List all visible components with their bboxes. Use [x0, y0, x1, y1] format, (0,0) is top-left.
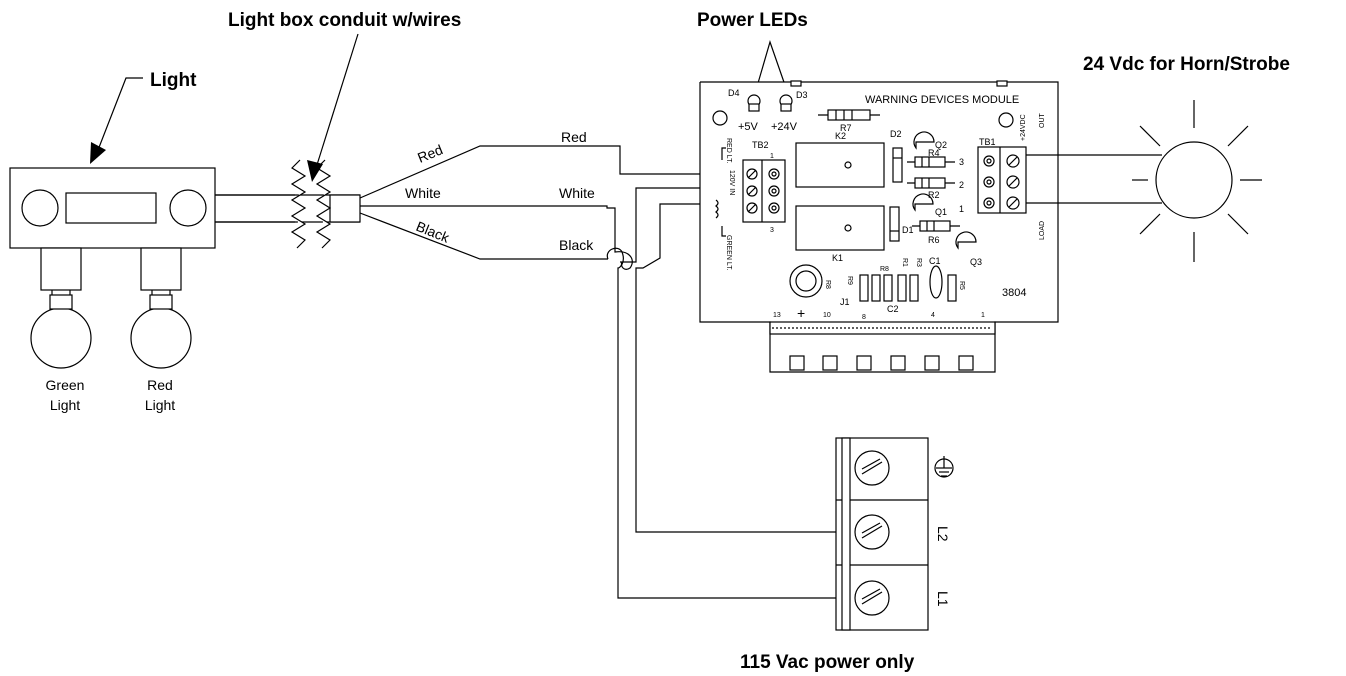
j1-pin10-label: 10	[823, 312, 831, 319]
transistor-q1	[912, 193, 934, 212]
led-d3	[779, 94, 793, 112]
j1-pin13-label: 13	[773, 312, 781, 319]
power-terminal-block	[835, 437, 929, 631]
d1-label: D1	[902, 225, 914, 235]
q2-label: Q2	[935, 140, 947, 150]
plus24vdc-label: +24VDC	[1020, 114, 1027, 141]
tb1-label: TB1	[979, 137, 996, 147]
wire-label-black-right: Black	[559, 237, 594, 253]
d2-label: D2	[890, 129, 902, 139]
tb1-pin2-label: 2	[959, 180, 964, 190]
horn-strobe-symbol	[1132, 100, 1262, 262]
r6-label: R6	[928, 235, 940, 245]
d3-label: D3	[796, 90, 808, 100]
transistor-q3	[955, 231, 977, 250]
resistor-r6	[912, 220, 960, 232]
black-wire	[359, 212, 608, 260]
red-wire	[359, 145, 743, 199]
light-box	[9, 159, 361, 249]
conduit-label: Light box conduit w/wires	[228, 10, 461, 31]
j1-pin8-label: 8	[862, 314, 866, 321]
power-leds-callout	[755, 40, 787, 91]
k1-label: K1	[832, 253, 843, 263]
j1-pin4-label: 4	[931, 312, 935, 319]
diode-d2	[892, 147, 903, 183]
l1-label: L1	[935, 591, 951, 607]
r7-label: R7	[840, 123, 852, 133]
q1-label: Q1	[935, 207, 947, 217]
light-callout-arrow	[90, 77, 143, 164]
r3-label: R3	[915, 258, 922, 267]
horn-strobe-wires	[1026, 154, 1162, 204]
resistor-r4	[907, 156, 955, 168]
tb2-wires	[606, 187, 855, 599]
red-lt-label: RED LT.	[725, 138, 732, 164]
q3-label: Q3	[970, 257, 982, 267]
horn-strobe-label: 24 Vdc for Horn/Strobe	[1083, 54, 1290, 75]
tb2-pin3-label: 3	[770, 227, 774, 234]
power-only-label: 115 Vac power only	[740, 652, 915, 673]
r5-label: R5	[958, 281, 965, 290]
red-light-label-2: Light	[145, 397, 175, 413]
d4-label: D4	[728, 88, 740, 98]
transistor-q2	[913, 131, 935, 150]
tb2-brackets	[715, 147, 726, 237]
wire-label-white-right: White	[559, 185, 595, 201]
r2-label: R2	[928, 190, 940, 200]
power-leds-label: Power LEDs	[697, 10, 808, 31]
out-label: OUT	[1039, 113, 1046, 129]
red-light-label-1: Red	[147, 377, 173, 393]
l2-label: L2	[935, 526, 951, 542]
resistor-r7	[818, 109, 880, 121]
j1-label: J1	[840, 297, 850, 307]
connector-j1	[769, 321, 996, 371]
green-light-label-1: Green	[46, 377, 85, 393]
capacitor-electrolytic	[789, 264, 823, 298]
wire-label-red-left: Red	[415, 141, 445, 165]
plus24v-label: +24V	[771, 121, 798, 133]
resistor-array	[859, 265, 957, 302]
red-light-bulb	[130, 247, 192, 369]
tb2-label: TB2	[752, 140, 769, 150]
tb2-pin1-label: 1	[770, 153, 774, 160]
tb1-pin1-label: 1	[959, 204, 964, 214]
board-code-label: 3804	[1002, 287, 1026, 299]
v120-in-label: 120V IN	[728, 170, 735, 195]
green-light-bulb	[30, 247, 92, 369]
c2-label: C2	[887, 304, 899, 314]
green-lt-label: GREEN LT.	[725, 235, 732, 271]
light-label: Light	[150, 70, 197, 91]
r4-label: R4	[928, 148, 940, 158]
tb1-pin3-label: 3	[959, 157, 964, 167]
cap-plus-label: +	[797, 305, 805, 321]
wire-label-black-left: Black	[414, 218, 453, 246]
r1-label: R1	[901, 258, 908, 267]
green-light-label-2: Light	[50, 397, 80, 413]
terminal-tb2	[742, 159, 786, 223]
j1-pin1-label: 1	[981, 312, 985, 319]
plus5v-label: +5V	[738, 121, 759, 133]
r9-label: R9	[846, 276, 853, 285]
r8-label-cap: R8	[824, 280, 831, 289]
diode-d1	[889, 206, 900, 242]
load-label: LOAD	[1039, 221, 1046, 240]
module-title: WARNING DEVICES MODULE	[865, 94, 1019, 106]
relay-k1	[795, 205, 885, 251]
wire-label-white-left: White	[405, 185, 441, 201]
terminal-tb1	[977, 146, 1027, 214]
ground-icon	[934, 456, 954, 478]
resistor-r2	[907, 177, 955, 189]
relay-k2	[795, 142, 885, 188]
r8-label: R8	[880, 266, 889, 273]
white-wire	[360, 205, 616, 244]
conduit-callout-arrow	[307, 33, 359, 182]
led-d4	[747, 94, 761, 112]
wire-label-red-right: Red	[561, 129, 587, 145]
k2-label: K2	[835, 131, 846, 141]
c1-label: C1	[929, 256, 941, 266]
